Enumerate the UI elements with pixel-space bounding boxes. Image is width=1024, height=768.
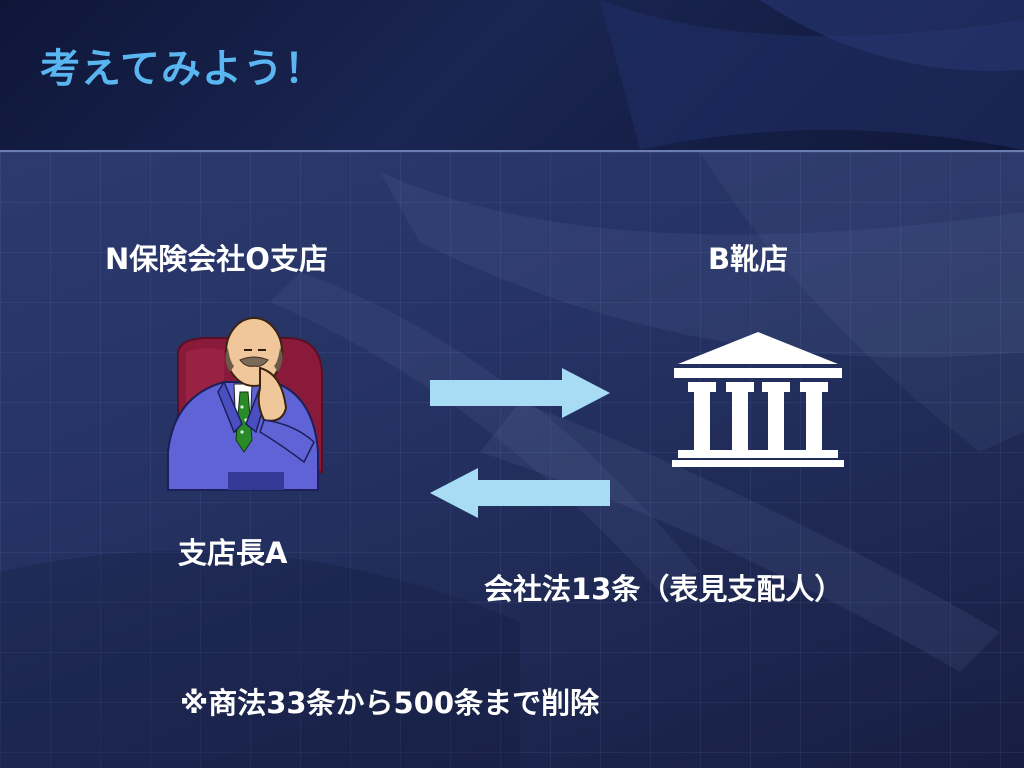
arrow-left-icon [430, 468, 610, 518]
footnote: ※商法33条から500条まで削除 [180, 686, 600, 720]
businessman-icon [167, 317, 323, 491]
header-divider [0, 150, 1024, 152]
header-decoration [600, 0, 1024, 150]
law-note: 会社法13条（表見支配人） [484, 572, 844, 606]
company-label: N保険会社O支店 [105, 242, 328, 276]
manager-label: 支店長A [178, 536, 288, 570]
header-band: 考えてみよう！ [0, 0, 1024, 150]
background-decoration [0, 152, 1024, 768]
page-title: 考えてみよう！ [40, 46, 325, 92]
arrow-right-icon [430, 368, 610, 418]
shop-label: B靴店 [708, 242, 789, 276]
bank-building-icon [672, 332, 844, 467]
